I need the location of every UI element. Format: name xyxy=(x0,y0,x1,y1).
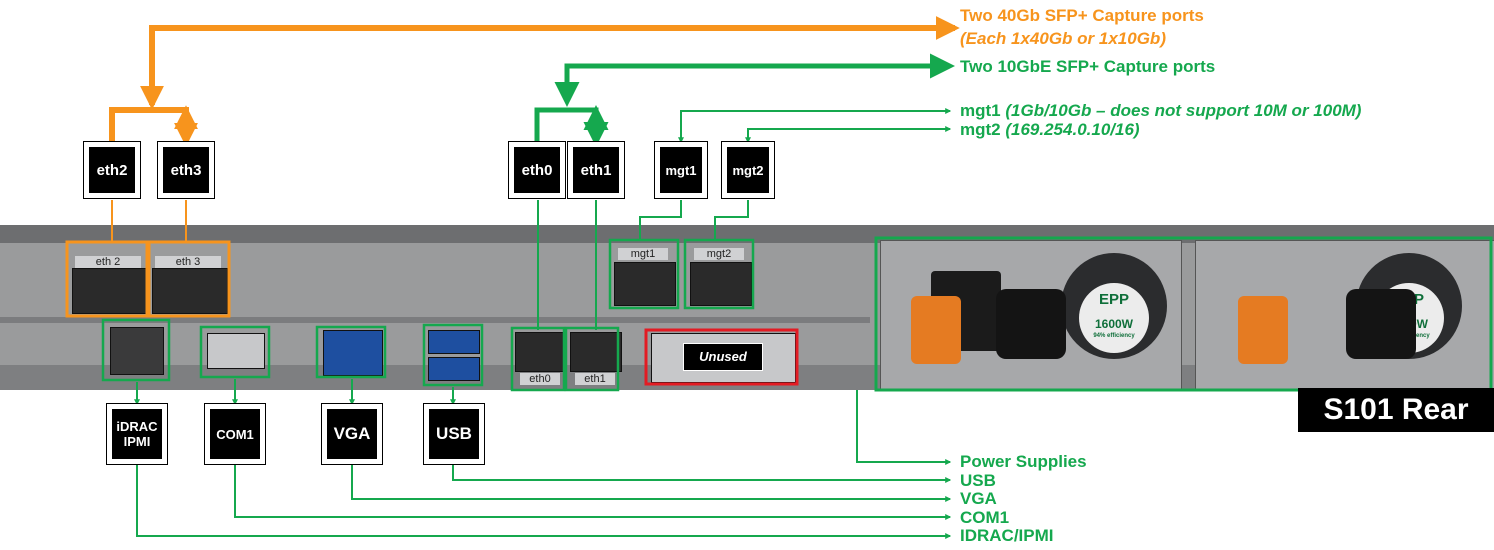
usb-label: USB xyxy=(960,471,996,490)
sfp10-label: Two 10GbE SFP+ Capture ports xyxy=(960,57,1216,76)
psu-release-handle xyxy=(911,296,961,364)
idrac-rj45-port xyxy=(110,327,164,375)
eth2-port-label: eth 2 xyxy=(75,256,141,268)
psu-cable-strap xyxy=(1346,289,1416,359)
com1-serial-port xyxy=(207,333,265,369)
idrac-ipmi-label: IDRAC/IPMI xyxy=(960,526,1054,545)
mgt1-port-label: mgt1 xyxy=(618,248,668,260)
idrac-callout: iDRAC IPMI xyxy=(106,403,168,465)
power-supply-1: EPP 1600W 94% efficiency xyxy=(880,240,1182,390)
mgt-connectors xyxy=(608,108,952,310)
com1-callout: COM1 xyxy=(204,403,266,465)
psu-release-handle xyxy=(1238,296,1288,364)
vga-callout: VGA xyxy=(321,403,383,465)
psu-fan: EPP 1600W 94% efficiency xyxy=(1061,253,1167,359)
chassis-mid-band xyxy=(0,317,870,323)
mgt2-port-label: mgt2 xyxy=(694,248,744,260)
mgt1-port xyxy=(614,262,676,306)
mgt2-callout: mgt2 xyxy=(721,141,775,199)
eth3-port-label: eth 3 xyxy=(155,256,221,268)
bottom-port-connectors xyxy=(101,236,1493,539)
mgt2-label-note: (169.254.0.10/16) xyxy=(1005,120,1140,139)
mgt1-callout: mgt1 xyxy=(654,141,708,199)
psu-cable-strap xyxy=(996,289,1066,359)
mgt1-label-note: (1Gb/10Gb – does not support 10M or 100M… xyxy=(1005,101,1362,120)
psu-rating: 1600W xyxy=(1094,317,1134,331)
eth2-callout: eth2 xyxy=(83,141,141,199)
psu-fan-hub: EPP 1600W 94% efficiency xyxy=(1079,283,1149,353)
eth3-callout: eth3 xyxy=(157,141,215,199)
idrac-callout-line1: iDRAC xyxy=(116,419,158,434)
eth1-port-label: eth1 xyxy=(575,373,615,385)
idrac-callout-line2: IPMI xyxy=(123,434,151,449)
sfp10-connector xyxy=(510,53,955,392)
vga-port xyxy=(323,330,383,376)
eth2-sfp-port xyxy=(72,268,148,314)
psu-efficiency: 94% efficiency xyxy=(1093,333,1135,339)
unused-highlight xyxy=(644,328,799,386)
eth1-callout: eth1 xyxy=(567,141,625,199)
psu-brand: EPP xyxy=(1098,291,1129,308)
eth3-sfp-port xyxy=(152,268,228,314)
sfp40-label: Two 40Gb SFP+ Capture ports xyxy=(960,6,1204,25)
mgt2-label-name: mgt2 xyxy=(960,120,1001,139)
mgt1-label: mgt1 (1Gb/10Gb – does not support 10M or… xyxy=(960,101,1361,121)
usb-port-top xyxy=(428,330,480,354)
power-supplies-label: Power Supplies xyxy=(960,452,1087,471)
usb-callout: USB xyxy=(423,403,485,465)
com1-label: COM1 xyxy=(960,508,1010,527)
unused-label: Unused xyxy=(683,343,763,371)
page-title: S101 Rear xyxy=(1298,388,1494,432)
mgt2-label: mgt2 (169.254.0.10/16) xyxy=(960,120,1140,140)
usb-port-bottom xyxy=(428,357,480,381)
eth0-port-label: eth0 xyxy=(520,373,560,385)
eth1-sfp-port xyxy=(570,332,622,372)
mgt2-port xyxy=(690,262,752,306)
eth0-callout: eth0 xyxy=(508,141,566,199)
vga-label: VGA xyxy=(960,489,997,508)
sfp40-connector xyxy=(65,16,960,318)
power-supply-2: EPP 1600W 94% efficiency xyxy=(1195,240,1494,390)
sfp40-note: (Each 1x40Gb or 1x10Gb) xyxy=(960,29,1166,48)
mgt1-label-name: mgt1 xyxy=(960,101,1001,120)
